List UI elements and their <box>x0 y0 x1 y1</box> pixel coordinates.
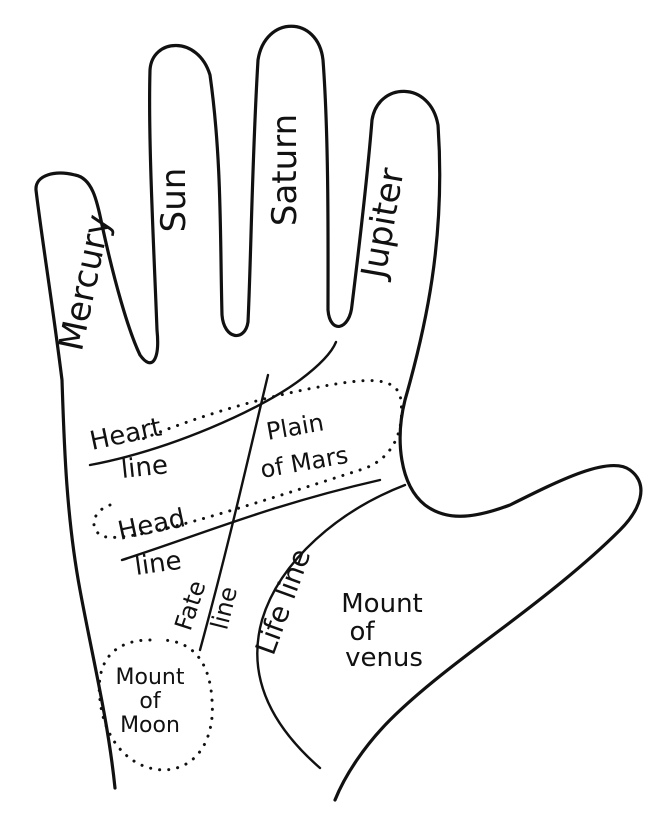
head-line <box>120 478 382 562</box>
mount-of-moon-label-1: Mount <box>116 665 185 690</box>
finger-label-sun: Sun <box>154 168 194 233</box>
mount-of-moon-label-3: Moon <box>120 713 180 738</box>
plain-of-mars-label-2: of Mars <box>258 441 350 484</box>
mount-of-moon-label-2: of <box>139 689 161 714</box>
fate-line-label-line: line <box>205 584 243 633</box>
finger-label-jupiter: Jupiter <box>353 165 412 283</box>
plain-of-mars-label-1: Plain <box>264 408 326 446</box>
mount-of-venus-label-3: venus <box>345 643 423 673</box>
mount-of-venus-label-2: of <box>349 617 375 647</box>
head-line-label-line: line <box>133 546 184 582</box>
hand-outline <box>34 24 643 802</box>
mount-of-venus-label-1: Mount <box>341 589 423 619</box>
finger-label-mercury: Mercury <box>51 211 119 354</box>
finger-label-saturn: Saturn <box>265 114 305 226</box>
life-line <box>256 483 407 770</box>
life-line-label: Life line <box>249 544 318 659</box>
heart-line-label-line: line <box>120 450 170 485</box>
fate-line <box>198 373 270 652</box>
